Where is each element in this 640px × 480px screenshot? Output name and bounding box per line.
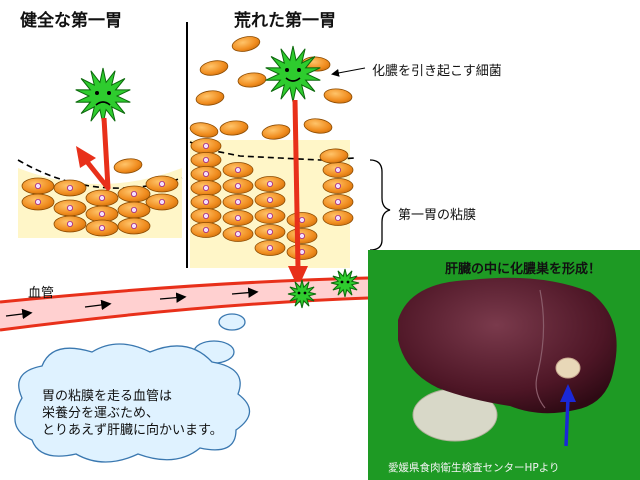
epithelial-cell: [145, 193, 179, 211]
healthy-cell-group: [21, 158, 179, 237]
bacteria-label: 化膿を引き起こす細菌: [372, 64, 502, 79]
epithelial-cell: [254, 192, 286, 208]
epithelial-cell: [53, 215, 87, 233]
epithelial-cell: [190, 208, 222, 224]
rough-surface-line: [189, 141, 356, 161]
epithelial-cell: [53, 199, 87, 217]
epithelial-cell: [190, 180, 222, 196]
epithelial-cell: [190, 194, 222, 210]
epithelial-cell: [286, 228, 318, 244]
vessel-label: 血管: [28, 286, 55, 301]
liver-title: 肝臓の中に化膿巣を形成！: [445, 262, 602, 277]
epithelial-cell: [322, 210, 354, 226]
shedding-cell: [189, 122, 219, 138]
epithelial-cell: [190, 152, 222, 168]
epithelial-cell: [222, 226, 254, 242]
mucosa-brace: [369, 159, 391, 251]
vessel-bacterium-1: [287, 279, 317, 309]
epithelial-cell: [222, 178, 254, 194]
epithelial-cell: [145, 175, 179, 193]
shedding-cell: [195, 90, 225, 106]
epithelial-cell: [117, 185, 151, 203]
cloud-line-3: とりあえず肝臓に向かいます。: [42, 423, 223, 438]
epithelial-cell: [85, 189, 119, 207]
healthy-bounce-arrow-head: [76, 146, 96, 168]
epithelial-cell: [53, 179, 87, 197]
epithelial-cell: [190, 222, 222, 238]
abscess: [555, 357, 581, 379]
epithelial-cell: [254, 224, 286, 240]
epithelial-cell: [322, 194, 354, 210]
mucosa-label: 第一胃の粘膜: [398, 208, 477, 223]
epithelial-cell: [190, 138, 222, 154]
epithelial-cell: [21, 177, 55, 195]
epithelial-cell: [222, 162, 254, 178]
epithelial-cell: [286, 244, 318, 260]
epithelial-cell: [222, 210, 254, 226]
photo-credit: 愛媛県食肉衛生検査センターHPより: [388, 462, 560, 474]
epithelial-cell: [117, 201, 151, 219]
rough-bacterium: [265, 45, 321, 103]
epithelial-cell: [117, 217, 151, 235]
abscess-arrow-shaft: [564, 397, 570, 447]
invasion-arrow-head: [288, 266, 308, 288]
epithelial-cell: [322, 162, 354, 178]
cloud-text: 胃の粘膜を走る血管は 栄養分を運ぶため、 とりあえず肝臓に向かいます。: [42, 388, 282, 439]
epithelial-cell: [21, 193, 55, 211]
shedding-cell: [319, 148, 349, 164]
epithelial-cell: [113, 158, 143, 174]
healthy-rumen-title: 健全な第一胃: [20, 11, 122, 31]
epithelial-cell: [254, 208, 286, 224]
liver: [398, 277, 617, 414]
flow-arrows: [5, 287, 259, 320]
epithelial-cell: [222, 194, 254, 210]
shedding-cell: [303, 118, 333, 134]
shedding-cell: [199, 60, 229, 76]
vessel-bacterium-2: [330, 268, 360, 298]
epithelial-cell: [190, 166, 222, 182]
cloud-line-1: 胃の粘膜を走る血管は: [42, 389, 173, 404]
epithelial-cell: [254, 240, 286, 256]
shedding-cell: [323, 88, 353, 104]
healthy-bounce-arrow: [82, 117, 111, 191]
healthy-bacterium: [75, 67, 131, 125]
epithelial-cell: [85, 219, 119, 237]
bacteria-label-pointer: [331, 67, 366, 77]
thought-cloud: [14, 313, 251, 463]
invasion-arrow-shaft: [292, 99, 301, 269]
abscess-arrow-head: [560, 384, 576, 402]
blood-vessel: [0, 278, 368, 330]
rough-cell-group: [190, 138, 354, 260]
epithelial-cell: [286, 212, 318, 228]
rough-rumen-title: 荒れた第一胃: [234, 11, 336, 31]
epithelial-cell: [254, 176, 286, 192]
healthy-surface-line: [17, 159, 183, 189]
shedding-cell: [219, 120, 249, 136]
shedding-cell: [237, 72, 267, 88]
shedding-cell: [231, 36, 261, 52]
cloud-line-2: 栄養分を運ぶため、: [42, 406, 160, 421]
epithelial-cell: [322, 178, 354, 194]
shedding-cell: [261, 124, 291, 140]
